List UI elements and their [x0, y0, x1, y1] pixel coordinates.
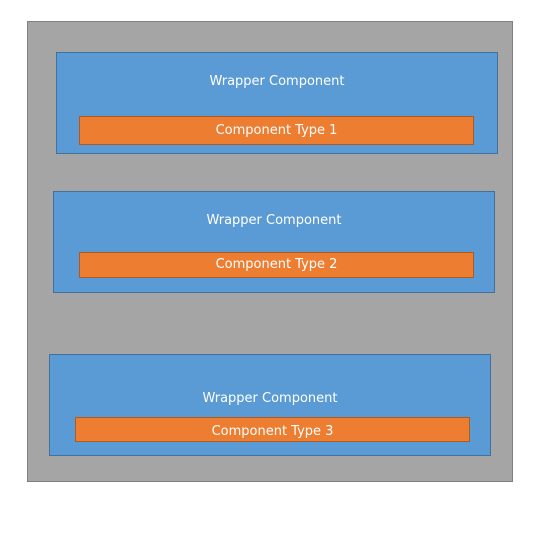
wrapper-component-2: Wrapper Component Component Type 2	[53, 191, 495, 293]
wrapper-component-3-label: Wrapper Component	[202, 391, 338, 406]
wrapper-component-1-label: Wrapper Component	[209, 74, 345, 89]
component-type-1: Component Type 1	[79, 116, 474, 145]
wrapper-component-2-label: Wrapper Component	[206, 213, 342, 228]
component-type-2: Component Type 2	[79, 252, 474, 278]
wrapper-component-1: Wrapper Component Component Type 1	[56, 52, 498, 154]
wrapper-component-3: Wrapper Component Component Type 3	[49, 354, 491, 456]
component-type-3: Component Type 3	[75, 417, 470, 442]
